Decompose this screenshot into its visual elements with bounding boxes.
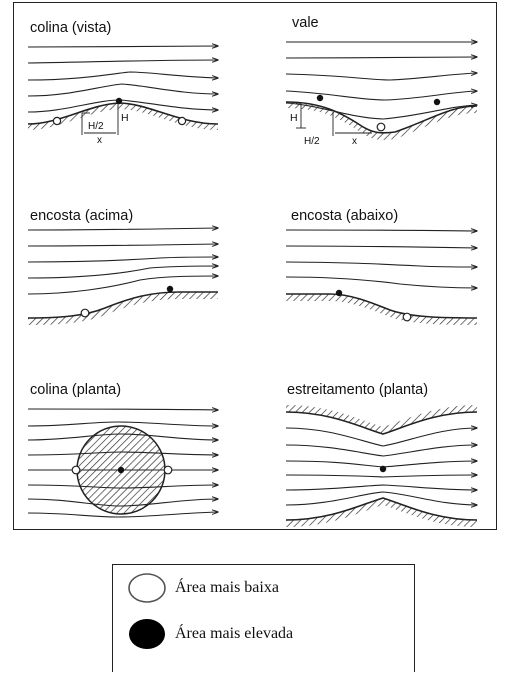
streamlines-encosta-acima bbox=[27, 228, 218, 295]
panel-title-estreitamento-planta: estreitamento (planta) bbox=[287, 382, 428, 398]
legend-row-high: Área mais elevada bbox=[113, 617, 414, 657]
x-label-valley: x bbox=[352, 136, 357, 147]
panel-title-colina-vista: colina (vista) bbox=[30, 20, 111, 36]
diagram-frame bbox=[13, 2, 497, 530]
hill-low-point-left bbox=[52, 116, 62, 126]
valley-high-point-right bbox=[433, 98, 441, 106]
panel-title-colina-planta: colina (planta) bbox=[30, 382, 121, 398]
panel-title-encosta-abaixo: encosta (abaixo) bbox=[291, 208, 398, 224]
downslope-ground-hatch bbox=[286, 294, 477, 325]
x-label-hill: x bbox=[97, 135, 102, 146]
legend-label-low: Área mais baixa bbox=[175, 579, 279, 596]
valley-low-point bbox=[376, 122, 386, 132]
open-circle-icon bbox=[128, 573, 166, 603]
panel-title-vale: vale bbox=[292, 15, 319, 31]
hill-plan-low-point-left bbox=[71, 465, 81, 475]
upslope-low-point bbox=[80, 308, 90, 318]
panel-colina-planta: colina (planta) bbox=[27, 382, 218, 518]
legend-row-low: Área mais baixa bbox=[113, 571, 414, 611]
hill-low-point-right bbox=[177, 116, 187, 126]
hill-high-point bbox=[115, 97, 123, 105]
valley-ground-hatch bbox=[286, 102, 477, 140]
h-label-valley: H bbox=[290, 112, 298, 124]
panel-title-encosta-acima: encosta (acima) bbox=[30, 208, 133, 224]
downslope-high-point bbox=[335, 289, 343, 297]
streamlines-over-hill bbox=[27, 433, 218, 507]
upslope-ground-hatch bbox=[28, 292, 218, 325]
h2-label-hill: H/2 bbox=[88, 121, 104, 132]
constriction-top-wall bbox=[285, 411, 478, 435]
streamlines-colina-vista bbox=[27, 46, 218, 112]
upslope-high-point bbox=[166, 285, 174, 293]
constriction-top-hatch bbox=[286, 405, 477, 434]
panel-encosta-acima: encosta (acima) bbox=[27, 208, 218, 325]
panel-colina-vista: colina (vista) H/2 H x bbox=[27, 20, 218, 146]
h-label-hill: H bbox=[121, 112, 129, 124]
downslope-ground-line bbox=[286, 293, 478, 319]
panel-estreitamento-planta: estreitamento (planta) bbox=[285, 382, 478, 527]
hill-ground-hatch bbox=[28, 103, 218, 130]
hill-plan-low-point-right bbox=[163, 465, 173, 475]
upslope-ground-line bbox=[27, 291, 218, 319]
constriction-high-point bbox=[379, 465, 387, 473]
wind-flow-diagram: colina (vista) H/2 H x vale bbox=[27, 15, 506, 527]
panel-encosta-abaixo: encosta (abaixo) bbox=[285, 208, 478, 325]
streamlines-encosta-abaixo bbox=[285, 230, 477, 288]
constriction-bottom-hatch bbox=[286, 498, 477, 527]
valley-high-point-left bbox=[316, 94, 324, 102]
filled-circle-icon bbox=[129, 619, 165, 649]
downslope-low-point bbox=[402, 312, 412, 322]
valley-ground-line bbox=[285, 101, 478, 134]
h2-label-valley: H/2 bbox=[304, 136, 320, 147]
constriction-bottom-wall bbox=[285, 497, 478, 521]
panel-vale: vale H H/2 x bbox=[285, 15, 478, 147]
legend-box: Área mais baixa Área mais elevada bbox=[112, 564, 415, 672]
hill-plan-high-point bbox=[117, 466, 125, 474]
legend-label-high: Área mais elevada bbox=[175, 625, 294, 642]
